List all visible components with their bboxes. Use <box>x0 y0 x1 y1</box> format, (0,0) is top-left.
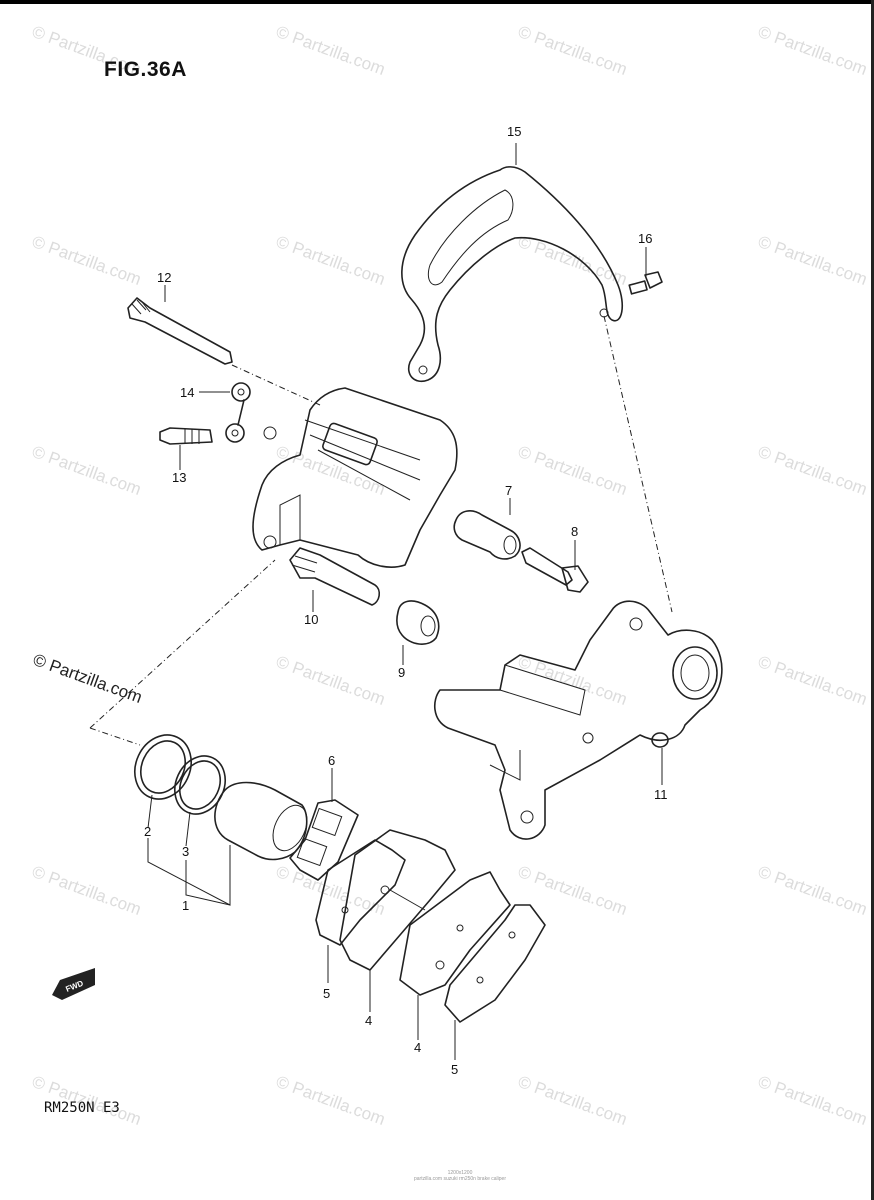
callout-numbers: 1 2 3 4 4 5 5 6 7 8 9 10 11 12 13 14 15 … <box>144 124 668 1077</box>
callout-6: 6 <box>328 753 335 768</box>
callout-15: 15 <box>507 124 521 139</box>
callout-11: 11 <box>654 787 668 802</box>
callout-7: 7 <box>505 483 512 498</box>
model-code: RM250N E3 <box>44 1100 120 1116</box>
callout-8: 8 <box>571 524 578 539</box>
figure-title: FIG.36A <box>104 58 187 81</box>
part-3-dust-seal[interactable] <box>166 748 235 823</box>
leader-lines <box>89 143 673 1060</box>
callout-5: 5 <box>451 1062 458 1077</box>
callout-4: 4 <box>414 1040 421 1055</box>
callout-9: 9 <box>398 665 405 680</box>
callout-3: 3 <box>182 844 189 859</box>
part-13-bleeder[interactable] <box>159 427 213 445</box>
callout-4: 4 <box>365 1013 372 1028</box>
part-11-caliper-bracket[interactable] <box>433 600 723 840</box>
part-7-sleeve[interactable] <box>453 510 521 560</box>
callout-12: 12 <box>157 270 171 285</box>
callout-10: 10 <box>304 612 318 627</box>
page-border-top <box>0 0 874 4</box>
part-15-caliper-guard[interactable] <box>401 166 624 382</box>
part-8-bolt[interactable] <box>521 547 589 593</box>
callout-14: 14 <box>180 385 194 400</box>
part-12-pin[interactable] <box>127 297 233 365</box>
callout-13: 13 <box>172 470 186 485</box>
part-16-bolt[interactable] <box>628 271 663 295</box>
part-5-pad-shim-left[interactable] <box>315 839 406 946</box>
part-10-sleeve[interactable] <box>289 547 381 606</box>
callout-5: 5 <box>323 986 330 1001</box>
fine-print: 1200x1200 partzilla.com suzuki rm250n br… <box>414 1170 506 1182</box>
caliper-body <box>252 387 458 568</box>
part-6-shim[interactable] <box>289 799 359 881</box>
callout-16: 16 <box>638 231 652 246</box>
part-9-boot[interactable] <box>396 600 440 645</box>
part-4-brake-pad-left[interactable] <box>339 829 456 971</box>
page-border-right <box>871 0 874 1200</box>
fwd-arrow-icon: FWD <box>52 968 95 1000</box>
callout-1: 1 <box>182 898 189 913</box>
part-2-piston-seal[interactable] <box>125 726 202 809</box>
callout-2: 2 <box>144 824 151 839</box>
part-4-brake-pad-right[interactable] <box>399 871 511 996</box>
part-5-pad-shim-right[interactable] <box>444 904 546 1023</box>
part-14-hanger[interactable] <box>225 382 251 443</box>
